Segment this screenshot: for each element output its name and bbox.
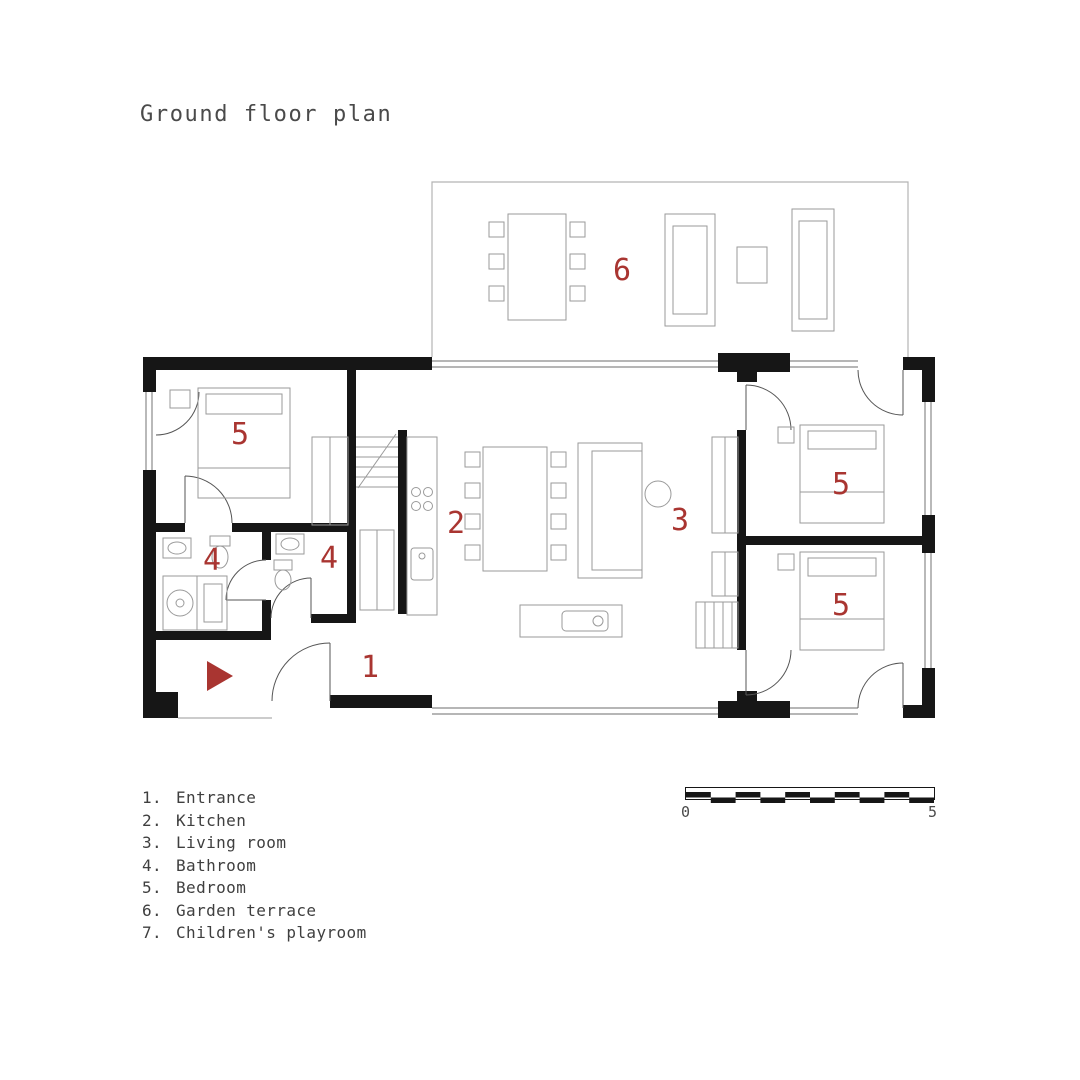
room-number-bathroom-left: 4 xyxy=(203,543,221,578)
legend-item: 5.Bedroom xyxy=(142,878,247,897)
room-number-bedroom-right-top: 5 xyxy=(832,467,850,502)
cooktop xyxy=(411,487,433,511)
room-number-living-room: 3 xyxy=(671,503,689,538)
outdoor-dining-table xyxy=(507,213,567,321)
exterior-walls xyxy=(143,353,935,718)
dining-table xyxy=(482,446,548,572)
bed xyxy=(777,551,885,651)
closet xyxy=(711,436,739,534)
scale-end-label: 5 xyxy=(928,803,938,821)
scale-start-label: 0 xyxy=(681,803,691,821)
room-number-entrance: 1 xyxy=(361,650,379,685)
scale-bar-segments xyxy=(686,792,934,803)
legend-item: 3.Living room xyxy=(142,833,287,852)
dining-chairs xyxy=(464,451,567,561)
legend: 1.Entrance 2.Kitchen 3.Living room 4.Bat… xyxy=(142,787,367,945)
entrance-arrow-icon xyxy=(207,661,233,691)
legend-item: 4.Bathroom xyxy=(142,855,257,875)
room-number-garden-terrace: 6 xyxy=(613,253,631,288)
room-number-bedroom-top-left: 5 xyxy=(231,417,249,452)
kitchen-sink xyxy=(410,547,434,581)
legend-item: 2.Kitchen xyxy=(142,810,247,830)
room-number-bedroom-right-bottom: 5 xyxy=(832,588,850,623)
toilet xyxy=(273,559,293,591)
bedside-table xyxy=(169,389,191,409)
toilet xyxy=(209,535,231,569)
interior-walls xyxy=(143,370,922,650)
side-table xyxy=(644,480,672,508)
wardrobe xyxy=(311,436,349,526)
kitchen-furniture xyxy=(359,436,623,638)
room-number-bathroom-right: 4 xyxy=(320,541,338,576)
bathroom-left-furniture xyxy=(162,535,231,631)
legend-item: 1.Entrance xyxy=(142,788,257,807)
lounge-chair xyxy=(791,208,835,332)
terrace-furniture xyxy=(488,208,835,332)
page-title: Ground floor plan xyxy=(140,102,393,127)
bedroom-topleft-furniture xyxy=(169,387,349,526)
bed xyxy=(777,424,885,524)
living-room-furniture xyxy=(577,442,672,579)
legend-item: 7.Children's playroom xyxy=(142,923,367,942)
bedrooms-right-furniture xyxy=(695,424,885,651)
sink xyxy=(275,533,305,555)
hall-closet xyxy=(359,529,395,611)
shelving xyxy=(695,601,739,649)
bed xyxy=(197,387,291,499)
kitchen-island xyxy=(519,604,623,638)
garden-terrace-outline xyxy=(431,181,909,357)
sofa xyxy=(577,442,643,579)
windows xyxy=(145,360,932,719)
outdoor-side-table xyxy=(736,246,768,284)
room-number-kitchen: 2 xyxy=(447,506,465,541)
scale-bar xyxy=(685,787,935,803)
lounge-chair xyxy=(664,213,716,327)
kitchen-counter xyxy=(406,436,438,616)
bathroom-right-furniture xyxy=(273,533,305,591)
legend-item: 6.Garden terrace xyxy=(142,900,317,920)
closet xyxy=(711,551,739,597)
stairs xyxy=(356,433,398,489)
outdoor-chairs xyxy=(488,221,586,302)
room-numbers: 6 5 2 4 4 1 3 5 5 xyxy=(203,253,850,685)
washing-machine xyxy=(162,575,228,631)
sink xyxy=(162,537,192,559)
